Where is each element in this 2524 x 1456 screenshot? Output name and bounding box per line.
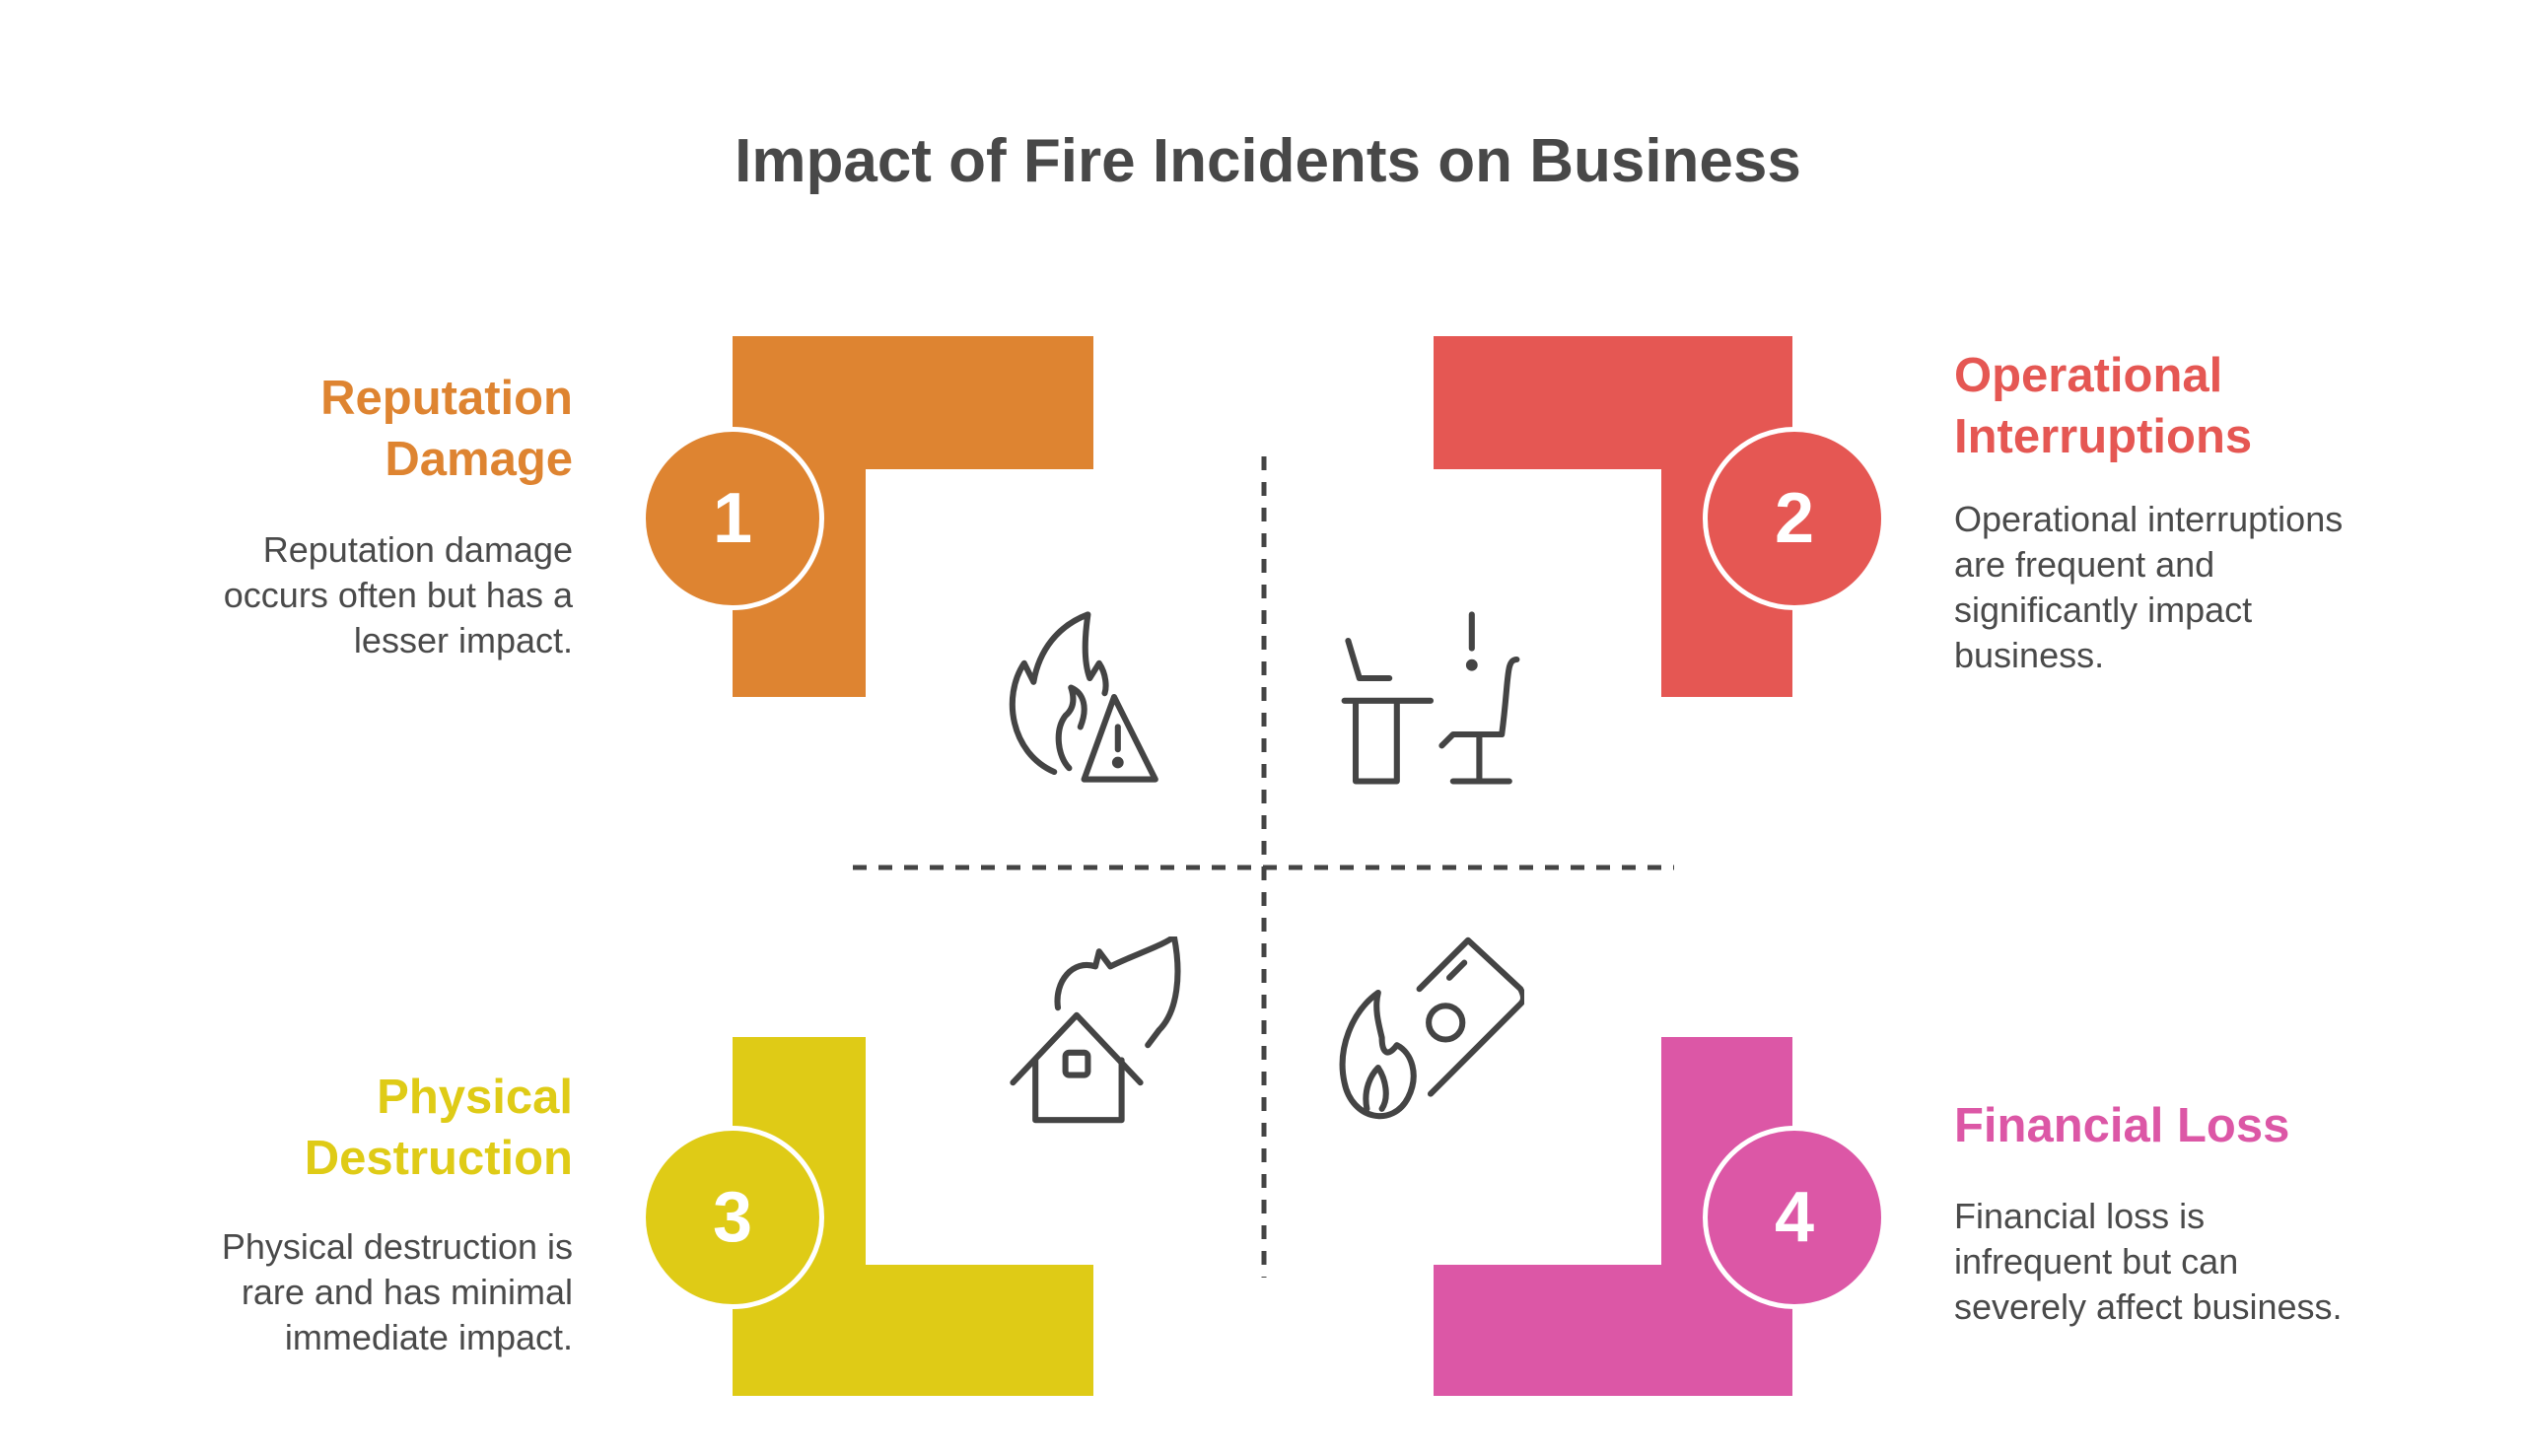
pink-bar-horizontal xyxy=(1434,1265,1792,1396)
number-badge: 1 xyxy=(641,427,824,610)
number-badge: 4 xyxy=(1703,1126,1886,1309)
page-title: Impact of Fire Incidents on Business xyxy=(735,127,1801,195)
fire-warning-icon xyxy=(1002,603,1189,791)
money-fire-icon xyxy=(1337,936,1527,1124)
number-badge: 3 xyxy=(641,1126,824,1309)
house-fire-icon xyxy=(1002,933,1189,1124)
number-badge: 2 xyxy=(1703,427,1886,610)
office-desk-alert-icon xyxy=(1337,603,1524,791)
quadrant-heading: Financial Loss xyxy=(1954,1099,2290,1152)
